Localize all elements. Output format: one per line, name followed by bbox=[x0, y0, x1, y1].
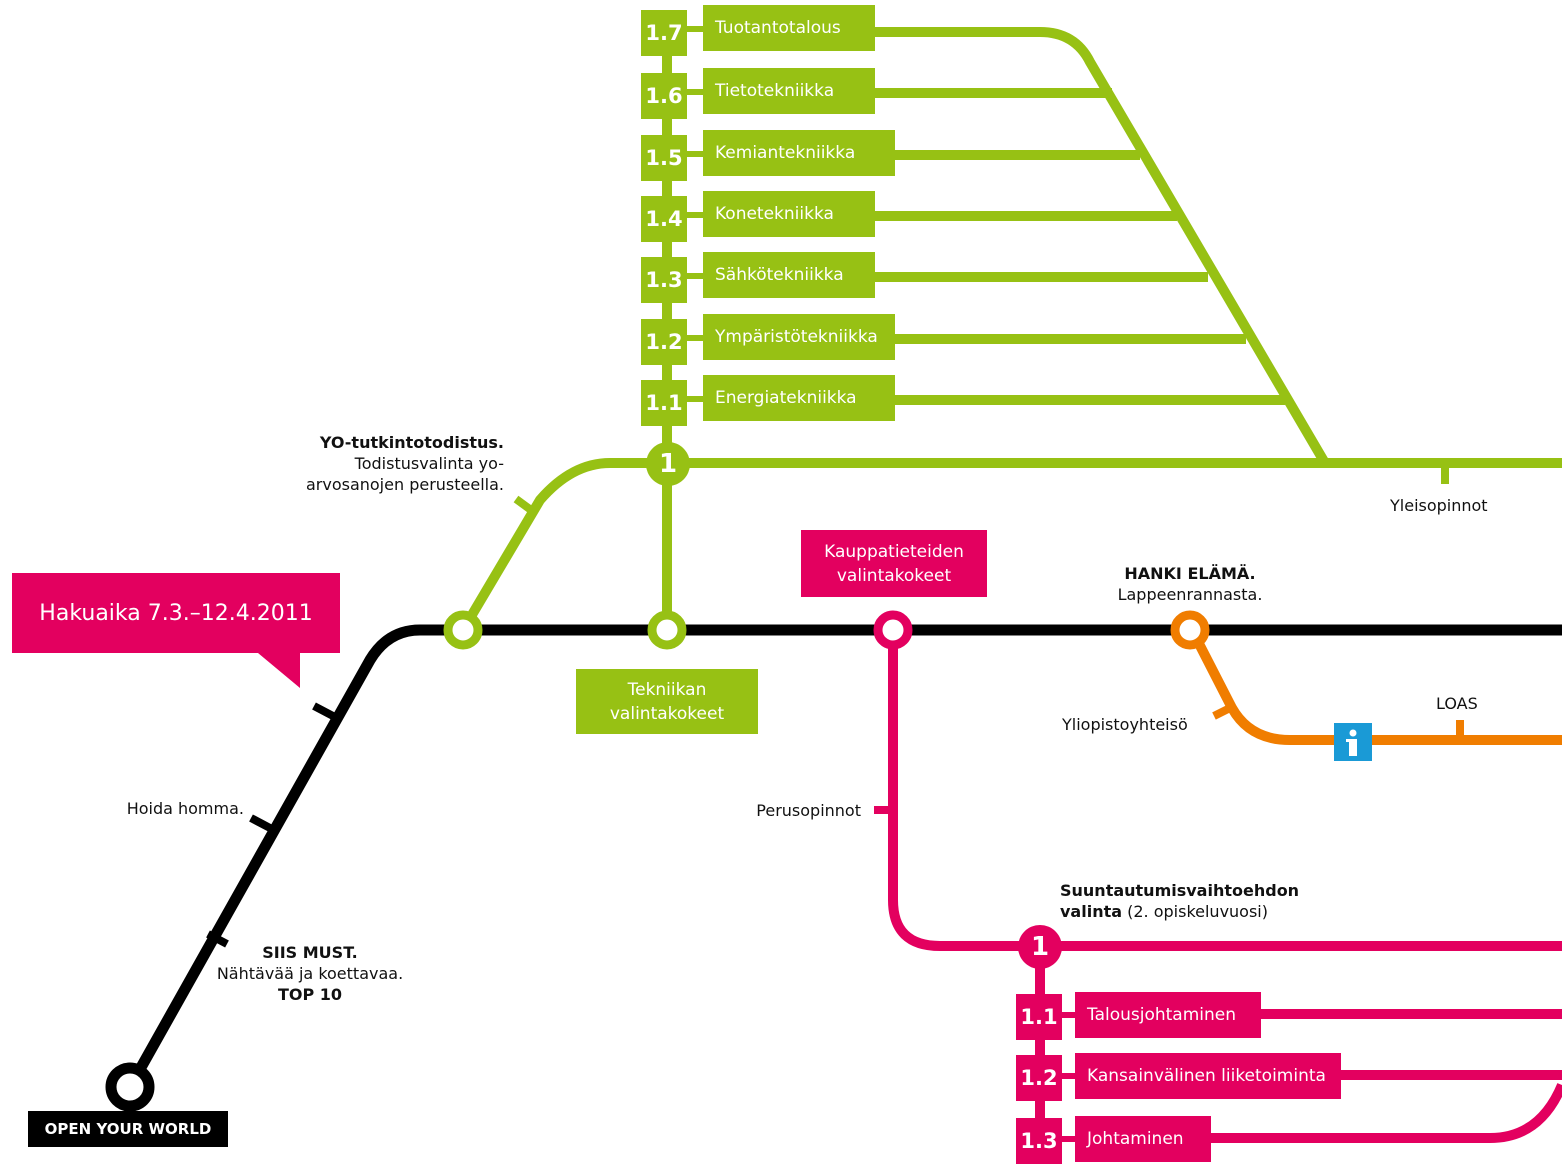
business-program-number: 1.1 bbox=[1016, 994, 1062, 1040]
business-program-box[interactable]: Johtaminen bbox=[1075, 1116, 1211, 1162]
tech-collector-line bbox=[860, 27, 1330, 466]
main-line-tick bbox=[249, 814, 272, 832]
hoida-homma-label: Hoida homma. bbox=[126, 799, 244, 818]
yo-branch-line bbox=[458, 458, 1562, 633]
tech-program-connector bbox=[686, 273, 704, 279]
tech-program-connector bbox=[686, 335, 704, 341]
station-community[interactable] bbox=[1170, 610, 1210, 650]
business-program-line bbox=[1200, 1083, 1562, 1143]
tech-program-connector bbox=[686, 212, 704, 218]
main-line-tick bbox=[206, 930, 229, 948]
tech-program-box[interactable]: Energiatekniikka bbox=[703, 375, 895, 421]
yo-line2: arvosanojen perusteella. bbox=[305, 475, 504, 494]
business-program-connector bbox=[1060, 1012, 1076, 1018]
tech-entry-line2: valintakokeet bbox=[609, 703, 725, 724]
tech-hub-circle[interactable] bbox=[646, 442, 690, 486]
loas-label: LOAS bbox=[1436, 694, 1478, 713]
tech-program-number: 1.1 bbox=[641, 380, 687, 426]
hanki-title: HANKI ELÄMÄ. bbox=[1124, 564, 1256, 583]
hanki-sub: Lappeenrannasta. bbox=[1117, 585, 1263, 604]
tech-program-box[interactable]: Tietotekniikka bbox=[703, 68, 875, 114]
business-program-connector bbox=[1060, 1136, 1076, 1142]
choice-bold: valinta bbox=[1060, 902, 1123, 921]
station-tech[interactable] bbox=[647, 610, 687, 650]
yliopistoyhteiso-label: Yliopistoyhteisö bbox=[1062, 715, 1188, 734]
hanki-elama-label: HANKI ELÄMÄ. Lappeenrannasta. bbox=[1080, 563, 1300, 605]
tech-program-connector bbox=[686, 26, 704, 32]
yo-line1: Todistusvalinta yo- bbox=[354, 454, 504, 473]
choice-line1: Suuntautumisvaihtoehdon bbox=[1060, 881, 1300, 900]
tech-program-number: 1.4 bbox=[641, 196, 687, 242]
tech-program-connector bbox=[686, 396, 704, 402]
community-tick bbox=[1212, 705, 1230, 720]
business-entry-line1: Kauppatieteiden bbox=[824, 541, 964, 562]
start-label[interactable]: OPEN YOUR WORLD bbox=[28, 1111, 228, 1147]
info-icon[interactable] bbox=[1334, 723, 1372, 761]
tech-program-box[interactable]: Ympäristötekniikka bbox=[703, 314, 895, 360]
yleisopinnot-label: Yleisopinnot bbox=[1390, 496, 1488, 515]
tech-program-box[interactable]: Sähkötekniikka bbox=[703, 252, 875, 298]
siis-title: SIIS MUST. bbox=[262, 943, 358, 962]
tech-program-number: 1.3 bbox=[641, 257, 687, 303]
tech-program-number: 1.5 bbox=[641, 135, 687, 181]
choice-rest: (2. opiskeluvuosi) bbox=[1122, 902, 1268, 921]
siis-sub: Nähtävää ja koettavaa. bbox=[216, 964, 404, 983]
tech-entrance-box[interactable]: Tekniikan valintakokeet bbox=[576, 669, 758, 734]
business-entry-line2: valintakokeet bbox=[836, 565, 952, 586]
specialization-choice-label: Suuntautumisvaihtoehdon valinta (2. opis… bbox=[1060, 880, 1299, 922]
main-line bbox=[125, 624, 1562, 1090]
siis-top: TOP 10 bbox=[277, 985, 343, 1004]
main-line-tick bbox=[312, 702, 335, 720]
tech-hub-number: 1 bbox=[658, 449, 678, 479]
business-program-number: 1.3 bbox=[1016, 1118, 1062, 1164]
station-business[interactable] bbox=[873, 610, 913, 650]
tech-program-number: 1.2 bbox=[641, 319, 687, 365]
yo-label: YO-tutkintotodistus. Todistusvalinta yo-… bbox=[240, 432, 504, 495]
tech-program-connector bbox=[686, 89, 704, 95]
business-line bbox=[888, 630, 1562, 951]
yo-tick bbox=[513, 495, 534, 514]
business-entrance-box[interactable]: Kauppatieteiden valintakokeet bbox=[801, 530, 987, 597]
tech-program-number: 1.6 bbox=[641, 73, 687, 119]
perusopinnot-label: Perusopinnot bbox=[756, 801, 861, 820]
tech-program-box[interactable]: Konetekniikka bbox=[703, 191, 875, 237]
business-program-number: 1.2 bbox=[1016, 1055, 1062, 1101]
business-program-box[interactable]: Kansainvälinen liiketoiminta bbox=[1075, 1053, 1341, 1099]
siis-must-label: SIIS MUST. Nähtävää ja koettavaa. TOP 10 bbox=[200, 942, 420, 1005]
community-line bbox=[1187, 627, 1562, 745]
yo-title: YO-tutkintotodistus. bbox=[319, 433, 504, 452]
station-yo[interactable] bbox=[443, 610, 483, 650]
business-program-connector bbox=[1060, 1073, 1076, 1079]
application-period: Hakuaika 7.3.–12.4.2011 bbox=[39, 601, 313, 626]
business-hub-circle[interactable] bbox=[1018, 925, 1062, 969]
tech-program-box[interactable]: Tuotantotalous bbox=[703, 5, 875, 51]
station-start[interactable] bbox=[105, 1062, 155, 1112]
tech-program-connector bbox=[686, 151, 704, 157]
callout-bubble bbox=[12, 573, 340, 688]
tech-program-number: 1.7 bbox=[641, 10, 687, 56]
tech-program-box[interactable]: Kemiantekniikka bbox=[703, 130, 895, 176]
business-program-box[interactable]: Talousjohtaminen bbox=[1075, 992, 1261, 1038]
business-hub-number: 1 bbox=[1030, 932, 1050, 962]
tech-entry-line1: Tekniikan bbox=[627, 679, 707, 700]
